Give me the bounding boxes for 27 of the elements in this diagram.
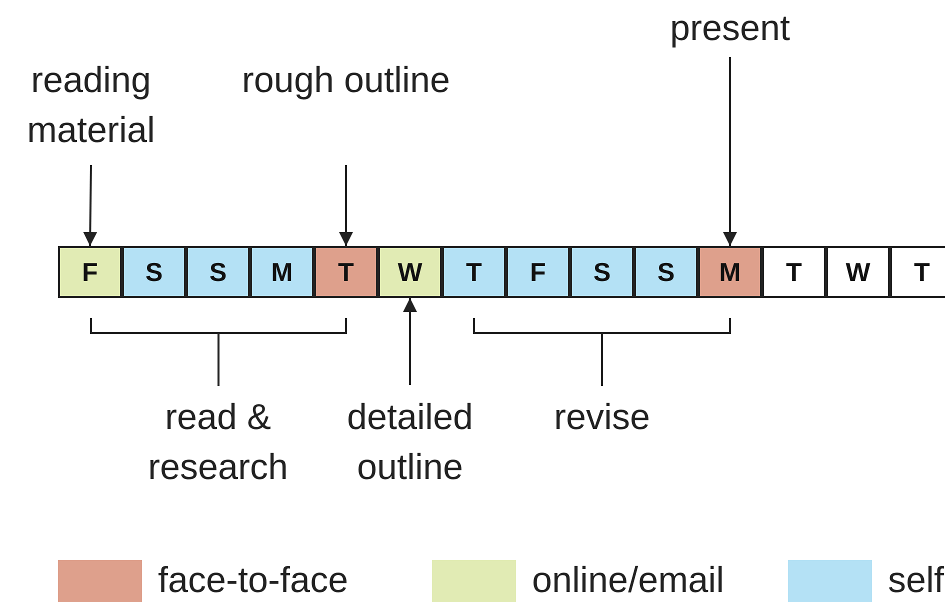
day-cell: T	[890, 246, 945, 298]
day-cell: W	[378, 246, 442, 298]
day-cell: S	[570, 246, 634, 298]
day-cell: T	[314, 246, 378, 298]
day-cell: S	[634, 246, 698, 298]
range-label: read & research	[146, 395, 290, 489]
arrow	[339, 165, 353, 246]
arrow	[723, 57, 737, 246]
step-label: present	[630, 3, 830, 53]
arrow	[83, 164, 98, 246]
legend-label: self	[888, 558, 944, 602]
range-label: revise	[552, 395, 652, 439]
step-label: rough outline	[236, 55, 456, 105]
day-cell: M	[698, 246, 762, 298]
day-cell: W	[826, 246, 890, 298]
legend-label: face-to-face	[158, 558, 348, 602]
day-cell: M	[250, 246, 314, 298]
step-label: detailed outline	[300, 392, 520, 492]
legend-label: online/email	[532, 558, 724, 602]
day-cell: F	[506, 246, 570, 298]
day-cell: S	[122, 246, 186, 298]
step-label: reading material	[0, 55, 201, 155]
arrow	[403, 298, 417, 385]
day-cell: T	[762, 246, 826, 298]
day-cell: S	[186, 246, 250, 298]
day-cell: F	[58, 246, 122, 298]
day-cell: T	[442, 246, 506, 298]
